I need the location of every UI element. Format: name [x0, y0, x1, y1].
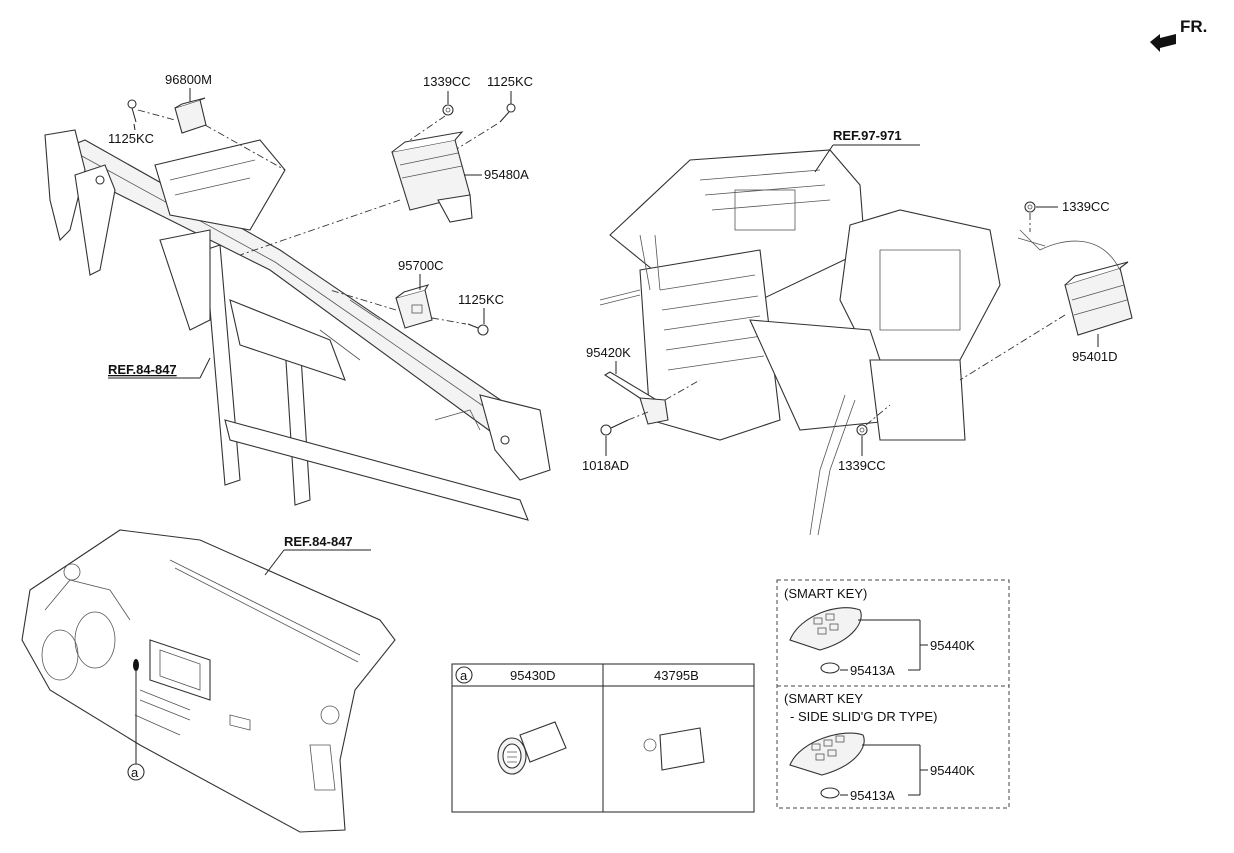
smart-key-fob-1 [789, 607, 862, 651]
callout-95700C: 95700C [398, 258, 444, 273]
callout-95420K: 95420K [586, 345, 631, 360]
callout-1125KC-right: 1125KC [458, 292, 504, 307]
key-tag-illustration [643, 727, 705, 771]
battery-icon-1 [820, 662, 840, 674]
ref-84-847-upper: REF.84-847 [108, 357, 211, 379]
callout-1339CC-top: 1339CC [423, 74, 471, 89]
smart-key-1-part: 95440K [930, 638, 975, 653]
table-col-95430D: 95430D [510, 668, 556, 683]
fasteners-top-center: 1339CC 1125KC [423, 74, 533, 123]
smart-key-fob-2 [789, 732, 865, 776]
callout-1339CC-right: 1339CC [1062, 199, 1110, 214]
battery-1-part: 95413A [850, 663, 895, 678]
dashboard-illustration: a [21, 529, 396, 833]
part-95420K: 95420K [586, 345, 669, 425]
bolt-1018AD: 1018AD [582, 419, 629, 473]
nut-1339CC-right: 1339CC [1024, 199, 1110, 214]
table-col-43795B: 43795B [654, 668, 699, 683]
nut-1339CC-bottom: 1339CC [838, 424, 886, 473]
front-direction-indicator: FR. [1150, 17, 1207, 52]
smart-key-title-2-line1: (SMART KEY [784, 691, 863, 706]
front-arrow-icon [1150, 34, 1176, 52]
callout-95480A: 95480A [484, 167, 529, 182]
callout-1125KC-left: 1125KC [108, 131, 154, 146]
start-stop-button-illustration [497, 721, 567, 775]
hvac-unit-assembly [599, 149, 1001, 536]
ref-97-971: REF.97-971 [814, 128, 920, 173]
battery-icon-2 [820, 787, 840, 799]
part-table: a 95430D 43795B [451, 663, 755, 813]
battery-2-part: 95413A [850, 788, 895, 803]
callout-96800M: 96800M [165, 72, 212, 87]
bolt-1125KC-left: 1125KC [108, 99, 154, 146]
fr-label: FR. [1180, 17, 1207, 36]
smart-key-box: (SMART KEY) 95413A 95440K (SMART KEY - S… [776, 579, 1010, 809]
callout-95401D: 95401D [1072, 349, 1118, 364]
bolt-1125KC-right: 1125KC [458, 292, 504, 336]
part-95401D: 95401D [1017, 229, 1133, 364]
callout-circle-a: a [131, 765, 139, 780]
cowl-cross-bar-assembly [44, 129, 551, 521]
ref-84-847-lower: REF.84-847 [264, 534, 371, 576]
callout-1125KC-top: 1125KC [487, 74, 533, 89]
ref-label-84-847-upper: REF.84-847 [108, 362, 177, 377]
ref-label-84-847-lower: REF.84-847 [284, 534, 353, 549]
part-95700C: 95700C [395, 258, 444, 329]
part-96800M: 96800M [165, 72, 212, 134]
part-95480A: 95480A [391, 131, 529, 223]
smart-key-title-1: (SMART KEY) [784, 586, 867, 601]
smart-key-title-2-line2: - SIDE SLID'G DR TYPE) [790, 709, 937, 724]
smart-key-2-part: 95440K [930, 763, 975, 778]
callout-1339CC-bottom: 1339CC [838, 458, 886, 473]
table-circle-a: a [460, 668, 468, 683]
ref-label-97-971: REF.97-971 [833, 128, 902, 143]
callout-1018AD: 1018AD [582, 458, 629, 473]
